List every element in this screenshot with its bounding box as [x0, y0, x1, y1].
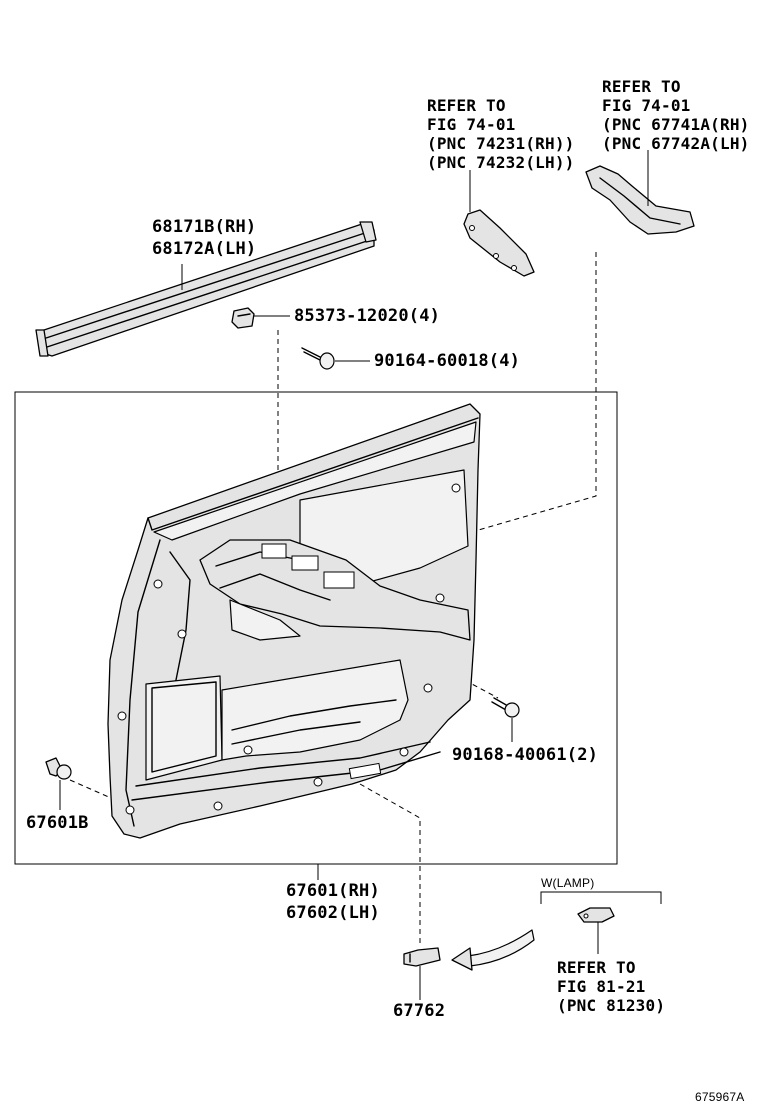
- ref-81230-line-2: FIG 81-21: [557, 977, 646, 996]
- figure-code: 675967A: [695, 1090, 745, 1104]
- weatherstrip-part: [35, 221, 377, 357]
- lamp-bracket: [540, 891, 662, 904]
- ref-74231-line-3: (PNC 74231(RH)): [427, 134, 575, 153]
- leader-trim: [339, 252, 597, 571]
- screw-90164-part: [301, 347, 370, 370]
- panel-lh: 67602(LH): [286, 903, 380, 923]
- ref-81230-line-1: REFER TO: [557, 958, 636, 977]
- trim-67741-part: [585, 150, 695, 235]
- ref-67741-line-4: (PNC 67742A(LH): [602, 134, 750, 153]
- clip-85373-part: [231, 307, 290, 329]
- reflector-label: 67762: [393, 1001, 446, 1021]
- lamp-81230-part: [577, 907, 615, 954]
- ref-81230-line-3: (PNC 81230): [557, 996, 666, 1015]
- leader-reflector: [359, 783, 421, 944]
- clip-67601b-label: 67601B: [26, 813, 89, 833]
- trim-74231-part: [463, 170, 535, 277]
- ref-74231-line-1: REFER TO: [427, 96, 506, 115]
- clip-67601b-part: [45, 757, 72, 810]
- lamp-arrow: [451, 929, 535, 971]
- weatherstrip-label: 68171B(RH) 68172A(LH): [152, 216, 256, 260]
- screw-90168-label: 90168-40061(2): [452, 745, 599, 765]
- weatherstrip-rh: 68171B(RH): [152, 217, 257, 237]
- panel-frame: [14, 391, 618, 865]
- ref-67741-block: REFER TO FIG 74-01 (PNC 67741A(RH) (PNC …: [602, 77, 750, 153]
- clip-85373-label: 85373-12020(4): [294, 306, 441, 326]
- door-panel-part: [107, 403, 481, 880]
- lamp-condition-label: W(LAMP): [541, 876, 595, 890]
- ref-74231-block: REFER TO FIG 74-01 (PNC 74231(RH)) (PNC …: [427, 96, 575, 172]
- ref-81230-block: REFER TO FIG 81-21 (PNC 81230): [557, 958, 665, 1015]
- panel-label: 67601(RH) 67602(LH): [286, 880, 380, 924]
- ref-74231-line-4: (PNC 74232(LH)): [427, 153, 575, 172]
- panel-rh: 67601(RH): [286, 881, 380, 901]
- ref-67741-line-3: (PNC 67741A(RH): [602, 115, 750, 134]
- screw-90164-label: 90164-60018(4): [374, 351, 521, 371]
- weatherstrip-lh: 68172A(LH): [152, 239, 257, 259]
- screw-90168-part: [491, 697, 520, 742]
- ref-74231-line-2: FIG 74-01: [427, 115, 516, 134]
- ref-67741-line-2: FIG 74-01: [602, 96, 691, 115]
- reflector-67762-part: [403, 947, 441, 1000]
- ref-67741-line-1: REFER TO: [602, 77, 681, 96]
